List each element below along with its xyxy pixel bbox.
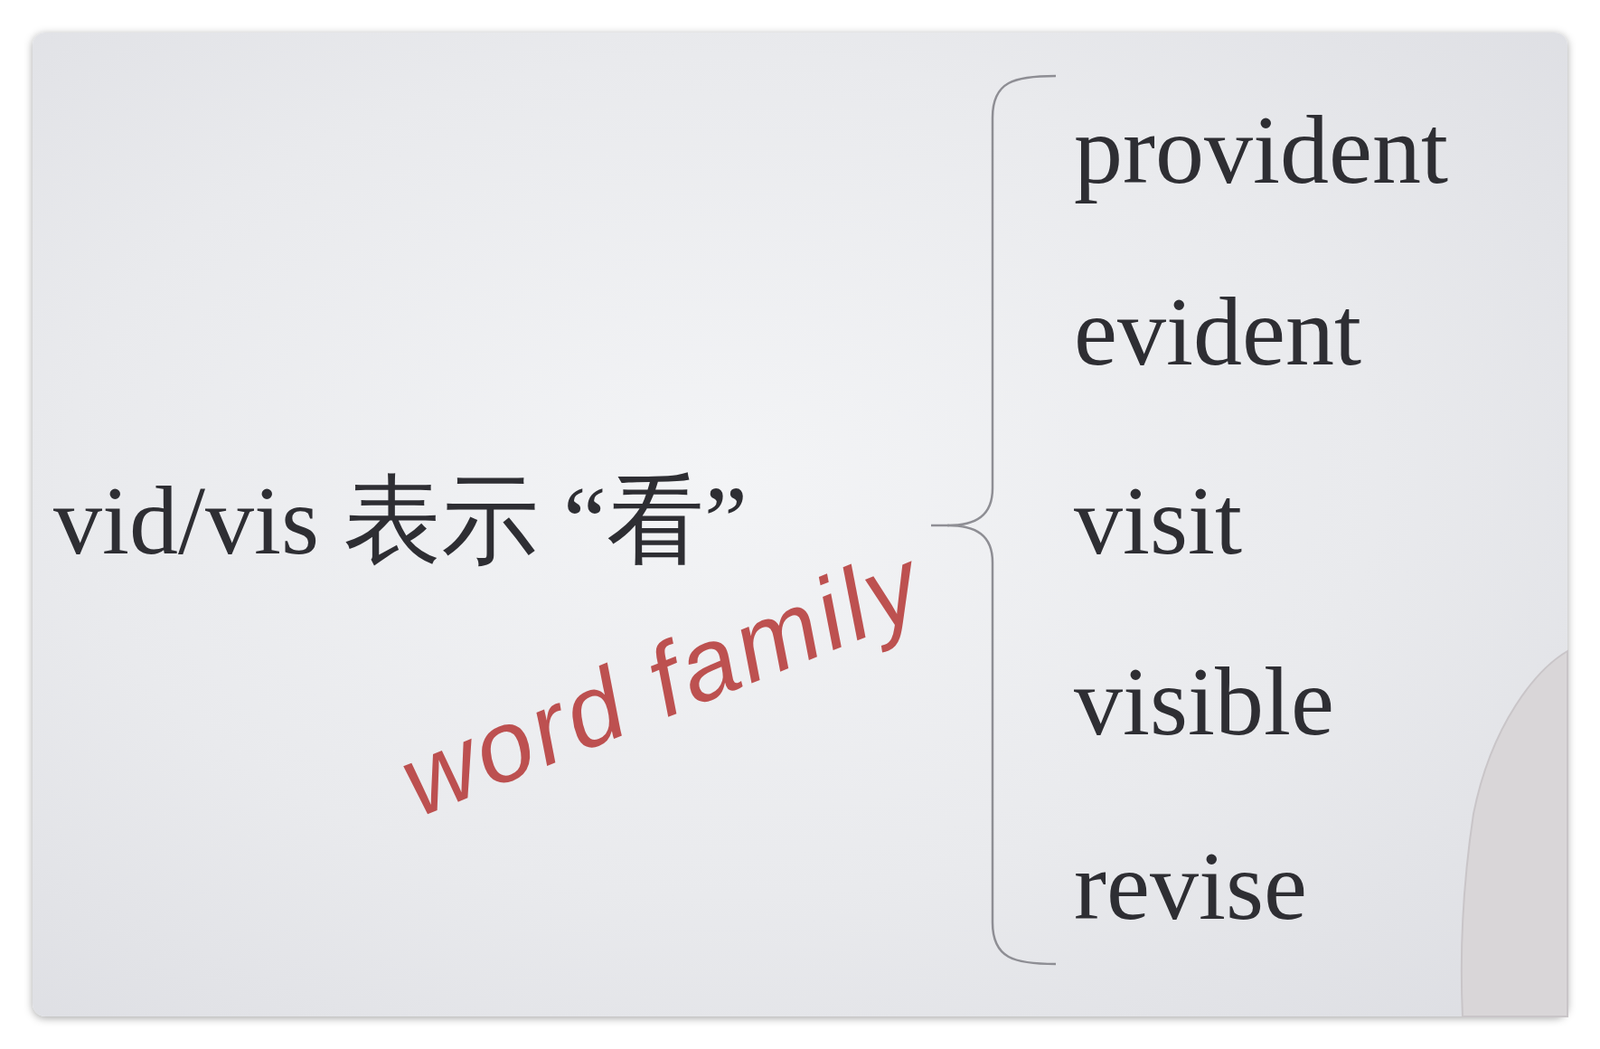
word-label: visible: [1073, 652, 1335, 751]
word-label: provident: [1073, 101, 1449, 199]
person-shoulder: [1461, 650, 1568, 1017]
root-label: vid/vis 表示 “看”: [53, 471, 748, 570]
word-label: evident: [1073, 282, 1362, 381]
brace-tail: [931, 524, 950, 528]
handwritten-note: word family: [386, 531, 937, 832]
word-label: visit: [1073, 471, 1243, 570]
word-label: revise: [1073, 837, 1308, 935]
curly-brace: [947, 75, 1056, 964]
